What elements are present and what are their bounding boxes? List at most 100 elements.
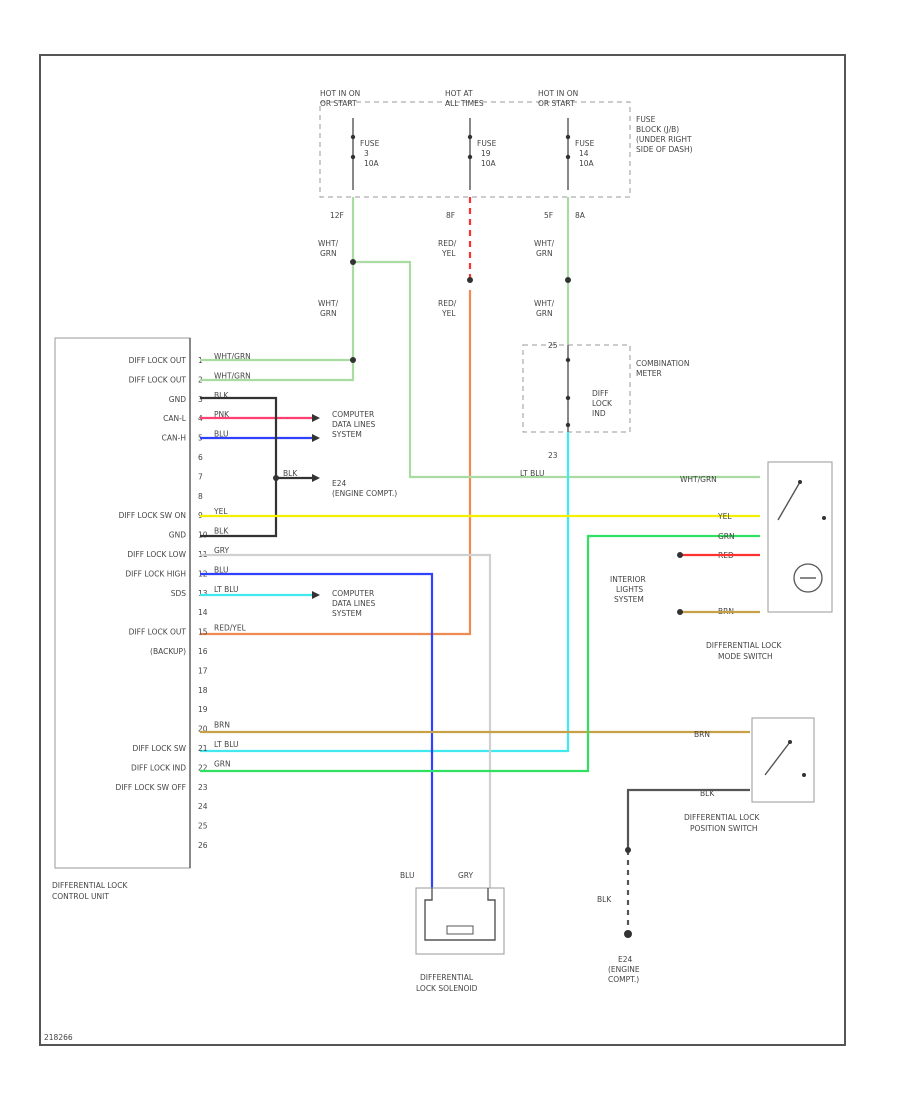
mode-switch-contact-2 [822, 516, 826, 520]
fuse-3-label-c: 10A [579, 159, 595, 168]
cu-pin-22: 22 [198, 763, 208, 772]
fuse-block-line1: FUSE [636, 115, 656, 124]
arrow-can-l [312, 414, 320, 422]
splice-dot-cu-out [350, 357, 356, 363]
wire-cu-blk-gnd [200, 396, 278, 538]
wire-gry-to-solenoid [200, 553, 492, 888]
fuse-2-label-a: FUSE [477, 139, 497, 148]
cu-label-23: DIFF LOCK SW OFF [116, 783, 186, 792]
fuse-3-label-a: FUSE [575, 139, 595, 148]
e24-1-wire: BLK [283, 469, 298, 478]
fuse-3-dot-top [565, 134, 571, 140]
position-wire-brn: BRN [694, 730, 710, 739]
wire-label-whtgrn-c2: GRN [536, 249, 553, 258]
cu-label-16: (BACKUP) [150, 647, 186, 656]
cu-wire-label-4: PNK [214, 410, 230, 419]
fuse-block-outline [319, 101, 631, 198]
mode-switch-title-2: MODE SWITCH [718, 652, 773, 661]
wire-label-whtgrn-b1: WHT/ [318, 299, 339, 308]
interior-l1: INTERIOR [610, 575, 646, 584]
cu-wire-label-2: WHT/GRN [214, 371, 251, 380]
cu-label-9: DIFF LOCK SW ON [119, 511, 186, 520]
power-2-line2: ALL TIMES [445, 99, 484, 108]
power-1-line1: HOT IN ON [320, 89, 360, 98]
interior-l3: SYSTEM [614, 595, 644, 604]
cu-pin-20: 20 [198, 725, 208, 734]
wire-label-whtgrn-d2: GRN [536, 309, 553, 318]
cu-pin-8: 8 [198, 492, 203, 501]
cu-pin-26: 26 [198, 841, 208, 850]
computer-data-2-l3: SYSTEM [332, 609, 362, 618]
meter-ind-3: IND [592, 409, 606, 418]
wire-blu-to-solenoid [200, 572, 434, 888]
wire-label-whtgrn-a2: GRN [320, 249, 337, 258]
cu-label-13: SDS [171, 589, 187, 598]
splice-dot-whtgrn [350, 259, 356, 265]
mode-switch-blade [777, 481, 801, 521]
position-switch-title-2: POSITION SWITCH [690, 824, 758, 833]
cu-pin-7: 7 [198, 472, 203, 481]
meter-ind-1: DIFF [592, 389, 609, 398]
cu-pin-23: 23 [198, 783, 208, 792]
mode-switch-lamp [793, 563, 823, 593]
interior-l2: LIGHTS [616, 585, 643, 594]
arrow-data-2 [312, 591, 320, 599]
cu-pin-15: 15 [198, 628, 208, 637]
fuse-1-dot-top [350, 134, 356, 140]
cu-label-10: GND [169, 531, 186, 540]
meter-title-1: COMBINATION [636, 359, 689, 368]
cu-wire-label-3: BLK [214, 391, 229, 400]
fuse-3-label-b: 14 [579, 149, 589, 158]
computer-data-1-l1: COMPUTER [332, 410, 374, 419]
meter-dot-1 [565, 357, 571, 363]
wire-label-redyel-a2: YEL [441, 249, 456, 258]
cu-pin-3: 3 [198, 395, 203, 404]
solenoid-title-2: LOCK SOLENOID [416, 984, 478, 993]
connector-dot-fuse2 [467, 277, 473, 283]
fuse-1-label-b: 3 [364, 149, 369, 158]
wire-whtgrn-to-mode-switch [353, 260, 760, 479]
solenoid-box [415, 887, 505, 955]
wire-ltblu-meter-to-cu [200, 432, 570, 753]
wire-position-blk [626, 788, 750, 850]
cu-label-5: CAN-H [162, 434, 186, 443]
fuse-1-label-a: FUSE [360, 139, 380, 148]
e24-2-l2: (ENGINE [608, 965, 640, 974]
cu-pin-16: 16 [198, 647, 208, 656]
connector-dot-fuse3 [565, 277, 571, 283]
cu-wire-label-22: GRN [214, 759, 231, 768]
fuse-2-label-b: 19 [481, 149, 491, 158]
wire-redyel-to-cu [200, 290, 472, 636]
fuse-block-line4: SIDE OF DASH) [636, 145, 693, 154]
cu-label-2: DIFF LOCK OUT [129, 375, 187, 384]
arrow-can-h [312, 434, 320, 442]
e24-2-wire: BLK [597, 895, 612, 904]
power-2-line1: HOT AT [445, 89, 473, 98]
wire-label-redyel-b2: YEL [441, 309, 456, 318]
fuse-2-label-c: 10A [481, 159, 497, 168]
position-wire-blk: BLK [700, 789, 715, 798]
combination-meter-outline [522, 344, 631, 433]
cu-label-15: DIFF LOCK OUT [129, 628, 187, 637]
position-switch-box [751, 717, 815, 803]
footer-code: 218266 [44, 1033, 73, 1042]
pin-8f: 8F [446, 211, 455, 220]
meter-ind-2: LOCK [592, 399, 613, 408]
cu-label-11: DIFF LOCK LOW [127, 550, 186, 559]
cu-pin-6: 6 [198, 453, 203, 462]
fuse-block-line2: BLOCK (J/B) [636, 125, 679, 134]
power-3-line1: HOT IN ON [538, 89, 578, 98]
wire-label-whtgrn-c1: WHT/ [534, 239, 555, 248]
position-contact-2 [802, 773, 806, 777]
power-1-line2: OR START [320, 99, 357, 108]
cu-wire-label-13: LT BLU [214, 585, 239, 594]
ground-e24-2 [624, 930, 632, 938]
wire-label-whtgrn-a1: WHT/ [318, 239, 339, 248]
cu-label-1: DIFF LOCK OUT [129, 356, 187, 365]
position-switch-blade [764, 741, 791, 776]
solenoid-coil [424, 888, 496, 941]
solenoid-core [446, 925, 474, 935]
meter-title-2: METER [636, 369, 662, 378]
